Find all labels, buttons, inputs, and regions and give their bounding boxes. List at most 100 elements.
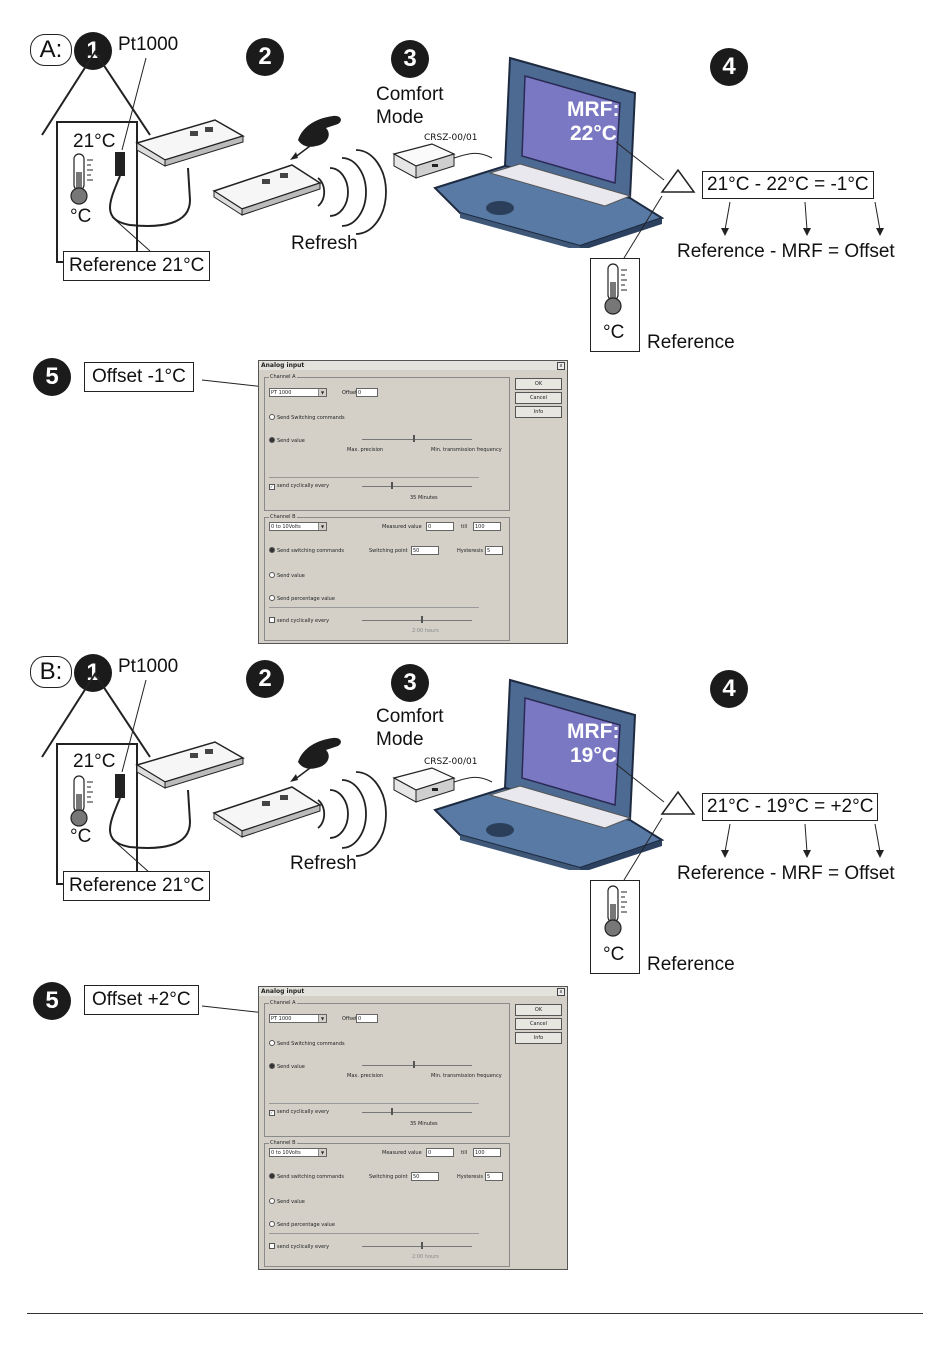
comfort-mode-line2: Mode xyxy=(376,729,424,750)
step-3-badge: 3 xyxy=(391,40,429,78)
screen-text-line2: 19°C xyxy=(570,744,617,767)
section-a: A: 1 Pt1000 2 3 4 21°C °C xyxy=(0,0,950,650)
cyclic-slider-thumb[interactable] xyxy=(391,482,393,489)
offset-label: Offset xyxy=(342,1016,358,1022)
ok-button[interactable]: OK xyxy=(515,378,562,390)
cancel-button[interactable]: Cancel xyxy=(515,392,562,404)
reference-thermometer-icon xyxy=(604,263,627,315)
delta-icon xyxy=(615,763,696,881)
channel-b-select[interactable]: 0 to 10Volts ▼ xyxy=(269,522,327,531)
send-value-b-radio[interactable]: Send value xyxy=(269,572,305,579)
offset-input[interactable]: 0 xyxy=(356,388,378,397)
thermometer-icon xyxy=(70,775,93,827)
reference-degree-unit: °C xyxy=(603,944,625,965)
reference-degree-unit: °C xyxy=(603,322,625,343)
comfort-mode-line2: Mode xyxy=(376,107,424,128)
hysteresis-input[interactable]: 5 xyxy=(485,546,503,555)
usb-interface-icon xyxy=(392,143,493,179)
analog-input-dialog: Analog input x Channel A PT 1000 ▼ Offse… xyxy=(258,986,568,1270)
formula-text: Reference - MRF = Offset xyxy=(677,241,895,262)
channel-b-select[interactable]: 0 to 10Volts ▼ xyxy=(269,1148,327,1157)
step-1-badge: 1 xyxy=(74,654,112,692)
precision-slider-thumb[interactable] xyxy=(413,1061,415,1068)
cyclic-b-slider[interactable] xyxy=(362,620,472,621)
house-temperature: 21°C xyxy=(73,751,116,772)
send-percentage-label: Send percentage value xyxy=(277,1222,335,1228)
cyclic-b-slider-thumb[interactable] xyxy=(421,616,423,623)
measured-to-input[interactable]: 100 xyxy=(473,1148,501,1157)
switching-point-input[interactable]: 50 xyxy=(411,546,439,555)
measured-value-label: Measured value xyxy=(382,1150,422,1156)
cancel-button[interactable]: Cancel xyxy=(515,1018,562,1030)
precision-slider[interactable] xyxy=(362,1065,472,1066)
send-value-radio[interactable]: Send value xyxy=(269,437,305,444)
hysteresis-input[interactable]: 5 xyxy=(485,1172,503,1181)
channel-b-label: Channel B xyxy=(269,514,297,520)
till-label: till xyxy=(461,1150,468,1156)
thermometer-icon xyxy=(70,153,93,205)
channel-a-label: Channel A xyxy=(269,374,297,380)
separator-b xyxy=(269,607,479,608)
send-switching-b-label: Send switching commands xyxy=(277,548,345,554)
send-cyclically-checkbox[interactable]: ✓send cyclically every xyxy=(269,1109,330,1116)
send-value-label: Send value xyxy=(277,438,305,444)
separator xyxy=(269,1103,479,1104)
send-value-label: Send value xyxy=(277,1064,305,1070)
send-switching-b-label: Send switching commands xyxy=(277,1174,345,1180)
send-percentage-radio[interactable]: Send percentage value xyxy=(269,595,335,602)
measured-from-input[interactable]: 0 xyxy=(426,522,454,531)
sensor-select[interactable]: PT 1000 ▼ xyxy=(269,1014,327,1023)
chevron-down-icon[interactable]: ▼ xyxy=(318,1149,326,1156)
device-label: CRSZ-00/01 xyxy=(424,757,478,767)
chevron-down-icon[interactable]: ▼ xyxy=(318,523,326,530)
send-switching-radio[interactable]: Send Switching commands xyxy=(269,414,345,421)
step-4-badge: 4 xyxy=(710,48,748,86)
send-value-radio[interactable]: Send value xyxy=(269,1063,305,1070)
sensor-wire xyxy=(109,57,192,227)
send-cyclically-label: send cyclically every xyxy=(277,483,330,489)
offset-box: Offset -1°C xyxy=(84,362,194,392)
measured-value-label: Measured value xyxy=(382,524,422,530)
switching-point-input[interactable]: 50 xyxy=(411,1172,439,1181)
info-button[interactable]: Info xyxy=(515,1032,562,1044)
send-value-b-radio[interactable]: Send value xyxy=(269,1198,305,1205)
cyclic-slider-thumb[interactable] xyxy=(391,1108,393,1115)
send-cyclically-b-checkbox[interactable]: send cyclically every xyxy=(269,617,329,624)
measured-to-input[interactable]: 100 xyxy=(473,522,501,531)
send-switching-b-radio[interactable]: Send switching commands xyxy=(269,547,344,554)
send-switching-b-radio[interactable]: Send switching commands xyxy=(269,1173,344,1180)
cyclic-slider[interactable] xyxy=(362,486,472,487)
close-icon[interactable]: x xyxy=(557,362,565,370)
cyclic-b-slider-thumb[interactable] xyxy=(421,1242,423,1249)
precision-slider-thumb[interactable] xyxy=(413,435,415,442)
sensor-select[interactable]: PT 1000 ▼ xyxy=(269,388,327,397)
step-5-badge: 5 xyxy=(33,982,71,1020)
cyclic-b-value: 2:00 hours xyxy=(412,628,439,634)
screen-text-line1: MRF: xyxy=(567,720,620,743)
info-button[interactable]: Info xyxy=(515,406,562,418)
measured-from-input[interactable]: 0 xyxy=(426,1148,454,1157)
cyclic-slider[interactable] xyxy=(362,1112,472,1113)
cyclic-b-slider[interactable] xyxy=(362,1246,472,1247)
reference-thermometer-icon xyxy=(604,885,627,937)
close-icon[interactable]: x xyxy=(557,988,565,996)
send-percentage-radio[interactable]: Send percentage value xyxy=(269,1221,335,1228)
step-2-badge: 2 xyxy=(246,660,284,698)
reference-label: Reference xyxy=(647,954,735,975)
ok-button[interactable]: OK xyxy=(515,1004,562,1016)
precision-slider[interactable] xyxy=(362,439,472,440)
send-value-b-label: Send value xyxy=(277,1199,305,1205)
till-label: till xyxy=(461,524,468,530)
send-cyclically-b-label: send cyclically every xyxy=(277,1244,330,1250)
send-cyclically-checkbox[interactable]: ✓send cyclically every xyxy=(269,483,330,490)
offset-label: Offset xyxy=(342,390,358,396)
switching-point-label: Switching point xyxy=(369,1174,408,1180)
chevron-down-icon[interactable]: ▼ xyxy=(318,389,326,396)
screen-text-line1: MRF: xyxy=(567,98,620,121)
send-switching-radio[interactable]: Send Switching commands xyxy=(269,1040,345,1047)
chevron-down-icon[interactable]: ▼ xyxy=(318,1015,326,1022)
cyclic-a-value: 35 Minutes xyxy=(410,495,438,501)
send-cyclically-b-checkbox[interactable]: send cyclically every xyxy=(269,1243,329,1250)
screen-text-line2: 22°C xyxy=(570,122,617,145)
offset-input[interactable]: 0 xyxy=(356,1014,378,1023)
